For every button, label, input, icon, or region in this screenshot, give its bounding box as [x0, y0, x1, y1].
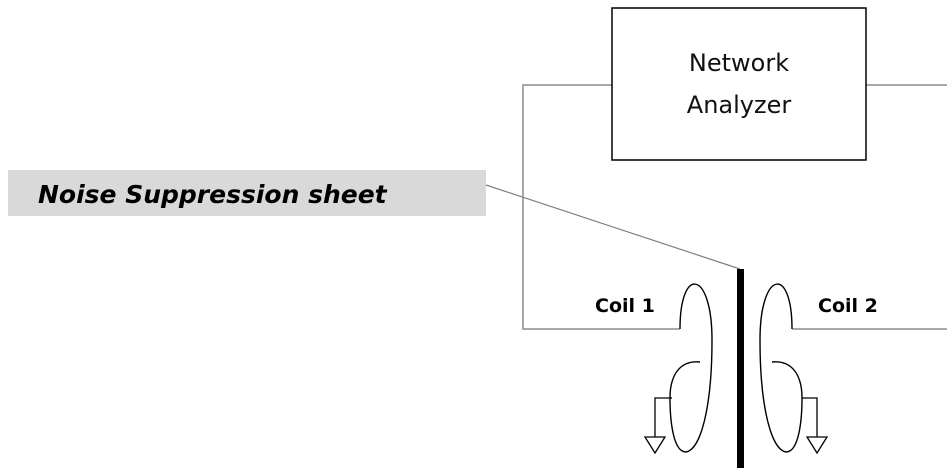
left-wire — [522, 84, 680, 330]
coil-2-label: Coil 2 — [818, 295, 878, 317]
coil-1-loop — [669, 283, 713, 453]
coil-2-loop — [759, 283, 803, 453]
network-analyzer-frame — [611, 7, 867, 161]
noise-suppression-callout: Noise Suppression sheet — [8, 170, 741, 270]
ground-symbol-left — [643, 397, 672, 455]
network-analyzer-label-line1: Network — [689, 49, 789, 77]
callout-background — [8, 170, 486, 216]
callout-leader-line — [485, 184, 741, 270]
ground-symbol-right — [802, 397, 829, 455]
coil-1-label: Coil 1 — [595, 295, 655, 317]
network-analyzer-box: Network Analyzer — [611, 7, 867, 161]
network-analyzer-label-line2: Analyzer — [687, 91, 792, 119]
noise-suppression-sheet-label: Noise Suppression sheet — [38, 180, 388, 209]
noise-suppression-sheet — [737, 269, 744, 468]
